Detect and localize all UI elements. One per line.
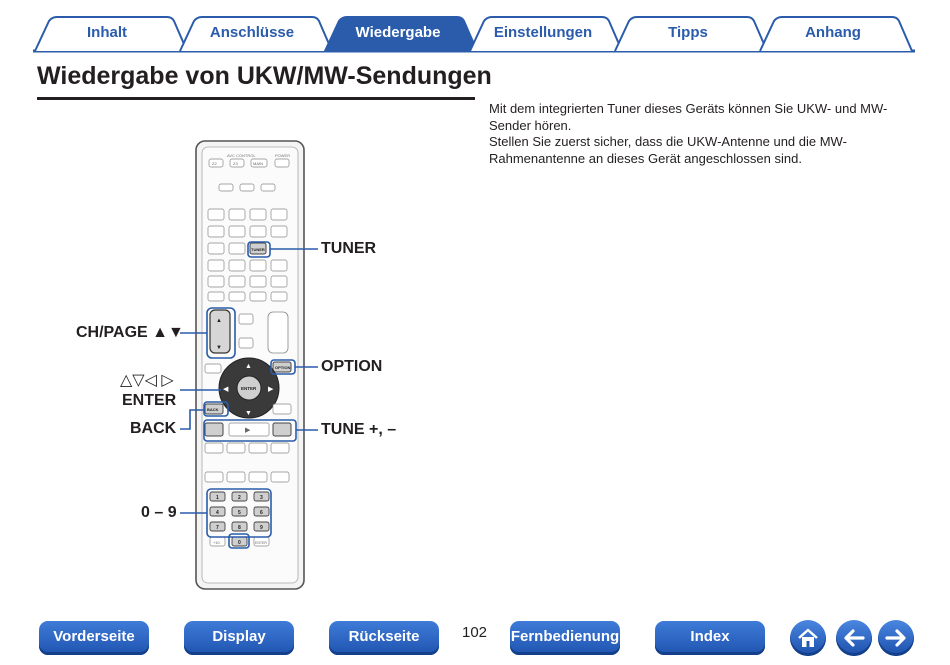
svg-text:▲: ▲: [245, 363, 252, 370]
home-icon: [798, 628, 818, 647]
arrow-right-icon: [885, 629, 906, 647]
numpad-6: 6: [260, 510, 263, 516]
intro-line-2: Stellen Sie zuerst sicher, dass die UKW-…: [489, 134, 847, 166]
transport-buttons: [204, 442, 290, 454]
intro-text: Mit dem integrierten Tuner dieses Geräts…: [489, 101, 909, 167]
zone-z3: Z3: [233, 161, 238, 166]
volume-rocker: [267, 311, 289, 354]
callout-cursor: △▽◁ ▷: [120, 372, 174, 389]
numpad-plus10: +10: [213, 540, 221, 545]
callout-back: BACK: [130, 420, 177, 437]
callout-option: OPTION: [321, 358, 383, 375]
callout-enter: ENTER: [122, 392, 177, 409]
tab-bar: Inhalt Anschlüsse Wiedergabe Einstellung…: [0, 0, 950, 56]
intro-line-1: Mit dem integrierten Tuner dieses Geräts…: [489, 101, 888, 133]
callout-ch-page: CH/PAGE ▲▼: [76, 324, 184, 341]
tab-anschluesse[interactable]: Anschlüsse: [209, 24, 295, 41]
numpad-3: 3: [260, 495, 263, 501]
page-number: 102: [462, 624, 488, 641]
numpad-9: 9: [260, 525, 263, 531]
nav-rear-button[interactable]: Rückseite: [329, 621, 439, 655]
numpad-5: 5: [238, 510, 241, 516]
numpad-8: 8: [238, 525, 241, 531]
tab-einstellungen[interactable]: Einstellungen: [493, 24, 593, 41]
remote-control-drawing: AVC CONTROL POWER Z2 Z3 MAIN: [195, 140, 305, 590]
remote-enter-key: ENTER: [241, 386, 257, 391]
tab-anhang[interactable]: Anhang: [805, 24, 861, 41]
numpad-1: 1: [216, 495, 219, 501]
title-underline: [37, 97, 475, 100]
remote-control-illustration: AVC CONTROL POWER Z2 Z3 MAIN: [195, 140, 305, 590]
nav-front-button[interactable]: Vorderseite: [39, 621, 149, 655]
svg-text:▼: ▼: [245, 410, 252, 417]
numpad-enter: ENTER: [255, 541, 267, 545]
sound-mode-buttons: [204, 471, 290, 483]
tab-shapes: [33, 16, 915, 53]
svg-text:▲: ▲: [216, 318, 222, 324]
svg-text:▼: ▼: [216, 345, 222, 351]
tab-tipps[interactable]: Tipps: [668, 24, 708, 41]
tab-inhalt[interactable]: Inhalt: [87, 24, 127, 41]
remote-back-key: BACK: [207, 407, 219, 412]
numpad-7: 7: [216, 525, 219, 531]
nav-display-button[interactable]: Display: [184, 621, 294, 655]
zone-main: MAIN: [253, 161, 263, 166]
callout-digits: 0 – 9: [141, 504, 177, 521]
numpad-4: 4: [216, 510, 219, 516]
device-row: [218, 183, 276, 192]
svg-text:◀: ◀: [223, 386, 229, 393]
svg-text:▶: ▶: [245, 427, 251, 434]
forward-button[interactable]: [878, 620, 914, 656]
avc-label: AVC CONTROL: [227, 153, 256, 158]
nav-index-button[interactable]: Index: [655, 621, 765, 655]
tab-wiedergabe[interactable]: Wiedergabe: [355, 24, 441, 41]
home-button[interactable]: [790, 620, 826, 656]
power-label: POWER: [275, 153, 290, 158]
source-buttons: [207, 208, 288, 288]
svg-text:▶: ▶: [268, 386, 274, 393]
zone-buttons: [208, 158, 290, 168]
remote-option-key: OPTION: [275, 365, 290, 370]
arrow-left-icon: [844, 629, 865, 647]
nav-remote-button[interactable]: Fernbedienung: [510, 621, 620, 655]
enter-key: [236, 375, 262, 401]
callout-tuner: TUNER: [321, 240, 377, 257]
page-title: Wiedergabe von UKW/MW-Sendungen: [37, 62, 492, 90]
numpad-0: 0: [238, 540, 241, 546]
back-button[interactable]: [836, 620, 872, 656]
callout-tune: TUNE +, –: [321, 421, 397, 438]
zone-z2: Z2: [212, 161, 217, 166]
quick-select-buttons: [207, 291, 288, 302]
remote-tuner-key: TUNER: [251, 247, 265, 252]
numpad-2: 2: [238, 495, 241, 501]
